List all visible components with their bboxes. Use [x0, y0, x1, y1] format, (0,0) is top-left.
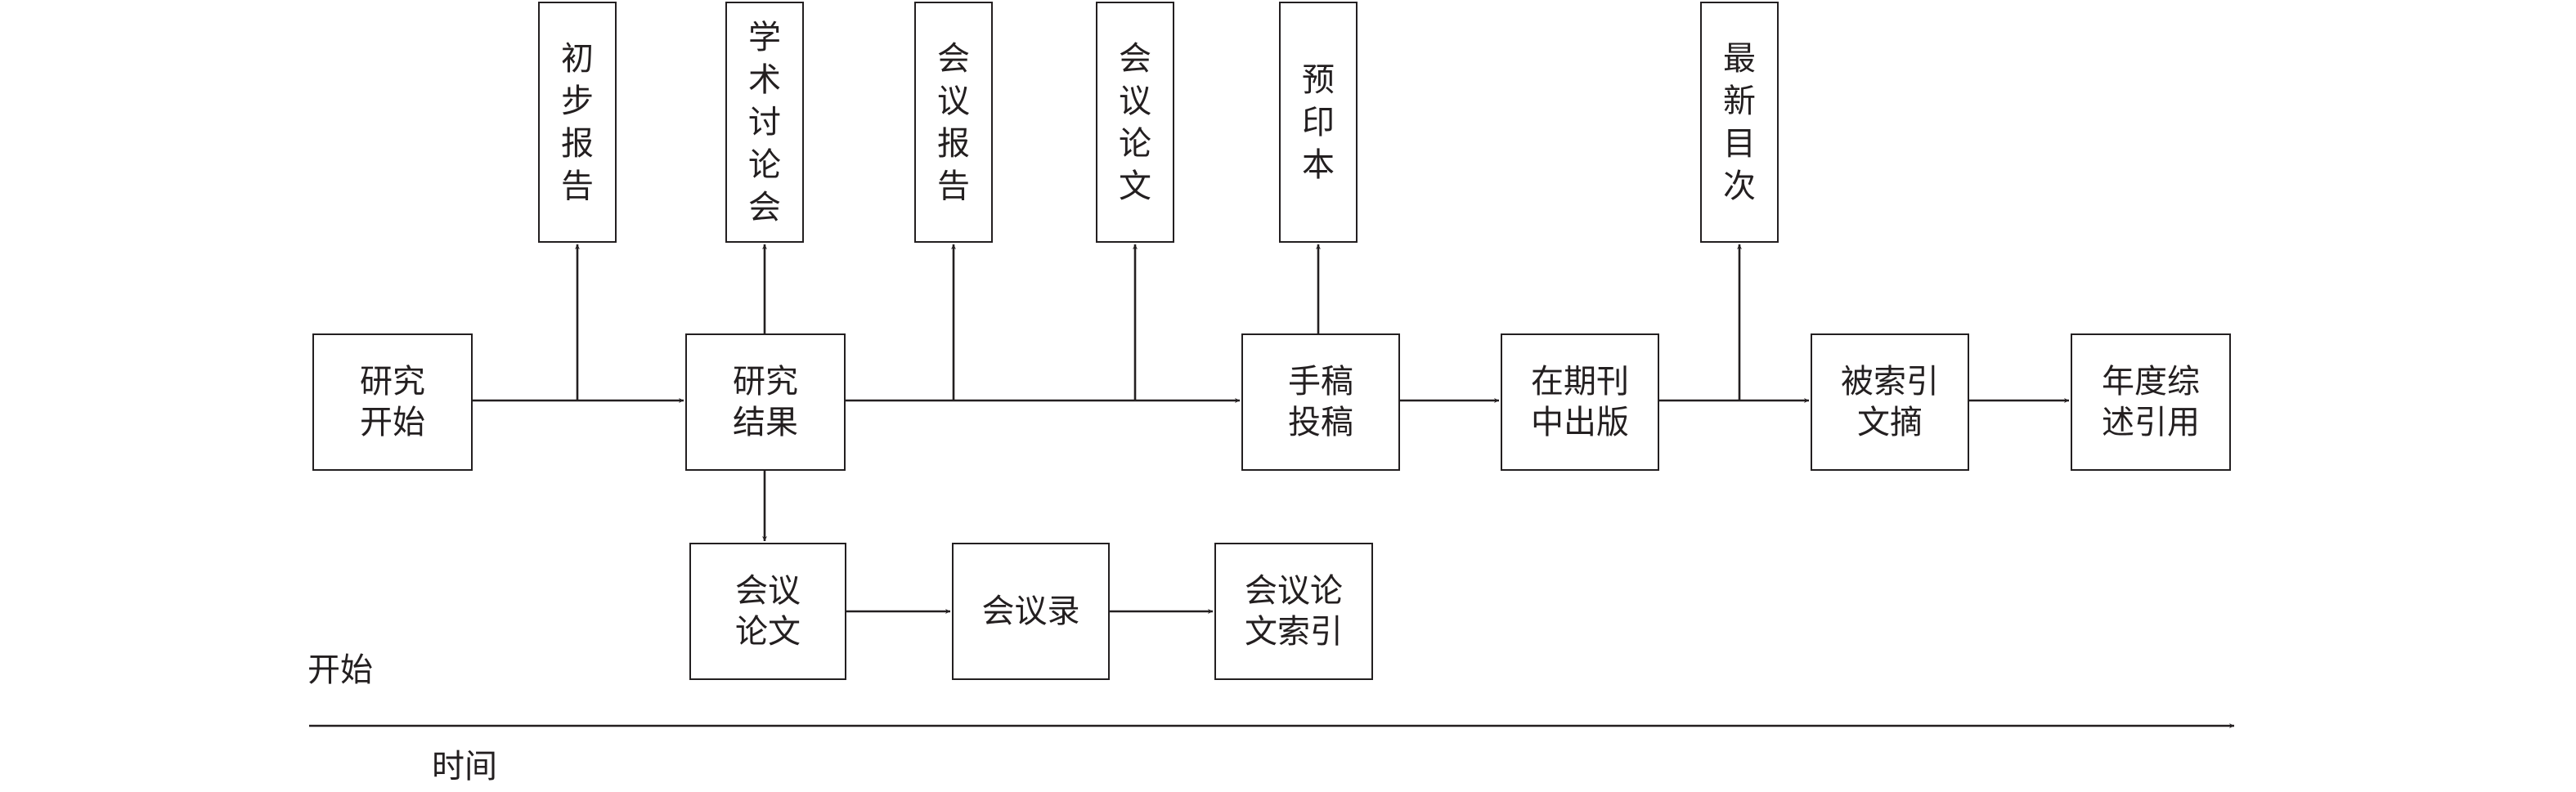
vertical-label-char: 报 — [937, 124, 970, 163]
box-preprint: 预印本 — [1279, 2, 1358, 243]
box-academic-seminar: 学术讨论会 — [725, 2, 804, 243]
vertical-label: 最新目次 — [1721, 38, 1758, 208]
box-label-line: 文索引 — [1245, 613, 1343, 651]
box-indexed: 被索引文摘 — [1811, 333, 1969, 471]
box-label-line: 结果 — [733, 404, 798, 441]
box-annual-review: 年度综述引用 — [2071, 333, 2231, 471]
vertical-label-char: 报 — [561, 124, 594, 163]
vertical-label-char: 告 — [561, 167, 594, 205]
box-manuscript: 手稿投稿 — [1241, 333, 1400, 471]
box-conference-paper: 会议论文 — [689, 543, 846, 680]
vertical-label-char: 学 — [748, 18, 781, 56]
vertical-label-char: 会 — [748, 188, 781, 226]
box-label-line: 在期刊 — [1531, 363, 1629, 400]
box-research-start: 研究开始 — [312, 333, 473, 471]
box-label-line: 手稿 — [1288, 363, 1353, 400]
vertical-label-char: 会 — [1119, 39, 1151, 78]
vertical-label-char: 论 — [1119, 124, 1151, 163]
vertical-label-char: 最 — [1723, 39, 1756, 78]
vertical-label: 预印本 — [1299, 59, 1337, 186]
vertical-label: 初步报告 — [559, 38, 596, 208]
box-label-line: 开始 — [360, 404, 425, 441]
box-conference-index: 会议论文索引 — [1214, 543, 1373, 680]
vertical-label-char: 议 — [937, 82, 970, 120]
vertical-label-char: 印 — [1302, 103, 1335, 141]
box-label-line: 文摘 — [1857, 404, 1923, 441]
vertical-label-column: 学术讨论会 — [746, 16, 783, 229]
vertical-label-char: 议 — [1119, 82, 1151, 120]
box-label-line: 会议论 — [1245, 572, 1343, 610]
box-label-line: 研究 — [733, 363, 798, 400]
vertical-label-char: 论 — [748, 145, 781, 184]
box-label-line: 研究 — [360, 363, 425, 400]
vertical-label-char: 会 — [937, 39, 970, 78]
box-label-line: 被索引 — [1841, 363, 1939, 400]
vertical-label-column: 会议报告 — [935, 38, 972, 208]
vertical-label-char: 步 — [561, 82, 594, 120]
vertical-label-char: 初 — [561, 39, 594, 78]
box-conference-paper-top: 会议论文 — [1096, 2, 1174, 243]
vertical-label-column: 初步报告 — [559, 38, 596, 208]
box-label-line: 投稿 — [1288, 404, 1353, 441]
timeline-start-label: 开始 — [307, 651, 373, 689]
vertical-label: 会议报告 — [935, 38, 972, 208]
box-label-line: 会议 — [735, 572, 801, 610]
vertical-label-column: 会议论文 — [1116, 38, 1154, 208]
box-research-results: 研究结果 — [685, 333, 846, 471]
vertical-label-char: 告 — [937, 167, 970, 205]
vertical-label-char: 本 — [1302, 145, 1335, 184]
vertical-label-char: 文 — [1119, 167, 1151, 205]
vertical-label-char: 预 — [1302, 60, 1335, 99]
vertical-label-char: 次 — [1723, 167, 1756, 205]
box-label-line: 中出版 — [1531, 404, 1629, 441]
box-preliminary-report: 初步报告 — [538, 2, 617, 243]
box-label-line: 会议录 — [981, 593, 1080, 630]
vertical-label-char: 目 — [1723, 124, 1756, 163]
vertical-label-char: 讨 — [748, 103, 781, 141]
vertical-label-column: 预印本 — [1299, 59, 1337, 186]
box-proceedings: 会议录 — [952, 543, 1110, 680]
vertical-label-column: 最新目次 — [1721, 38, 1758, 208]
vertical-label: 学术讨论会 — [746, 16, 783, 229]
box-conference-report: 会议报告 — [914, 2, 993, 243]
box-label-line: 年度综 — [2102, 363, 2200, 400]
box-label-line: 论文 — [735, 613, 801, 651]
box-published: 在期刊中出版 — [1501, 333, 1659, 471]
timeline-axis-label: 时间 — [432, 748, 497, 785]
vertical-label-char: 术 — [748, 60, 781, 99]
vertical-label-char: 新 — [1723, 82, 1756, 120]
box-label-line: 述引用 — [2102, 404, 2200, 441]
vertical-label: 会议论文 — [1116, 38, 1154, 208]
box-latest-contents: 最新目次 — [1700, 2, 1779, 243]
